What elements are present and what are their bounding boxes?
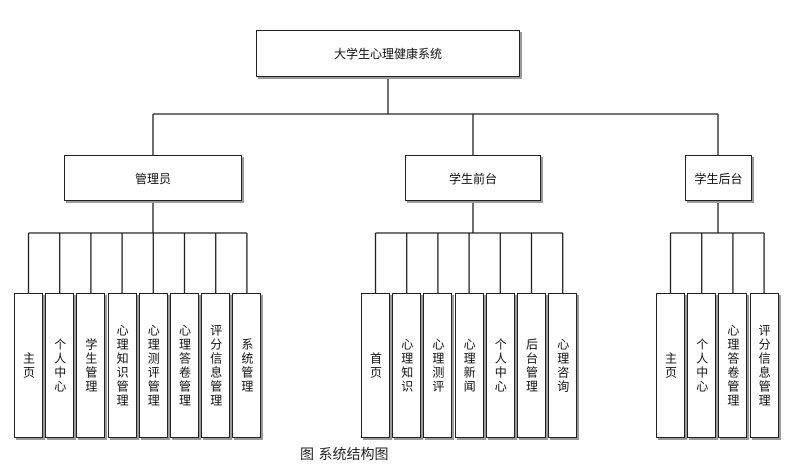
leaf-node-2-1: 个人中心 [687, 293, 717, 438]
leaf-label: 评分信息管理 [208, 323, 223, 408]
root-label: 大学生心理健康系统 [333, 47, 442, 61]
leaf-node-2-3: 评分信息管理 [749, 293, 779, 438]
branch-student-front: 学生前台 [405, 155, 541, 201]
leaf-node-0-4: 心理测评管理 [138, 293, 168, 438]
figure-caption: 图 系统结构图 [300, 447, 389, 463]
leaf-label: 心理测评 [430, 337, 445, 394]
leaf-node-0-3: 心理知识管理 [107, 293, 137, 438]
leaf-node-0-5: 心理答卷管理 [170, 293, 199, 438]
leaf-node-1-3: 心理新闻 [454, 293, 484, 438]
leaf-node-2-2: 心理答卷管理 [718, 293, 748, 438]
connector-lines [27, 77, 765, 293]
leaf-node-0-7: 系统管理 [232, 293, 262, 438]
structure-diagram: 大学生心理健康系统 管理员 学生前台 学生后台 主页 个人中心 学生管理 心理知识管理… [14, 30, 779, 463]
leaf-node-2-0: 主页 [656, 293, 685, 438]
branch-admin-label: 管理员 [134, 171, 171, 186]
leaf-label: 系统管理 [239, 337, 254, 394]
leaf-node-1-2: 心理测评 [423, 293, 453, 438]
root-node: 大学生心理健康系统 [256, 30, 520, 77]
leaf-label: 首页 [368, 351, 383, 380]
leaf-node-1-6: 心理咨询 [548, 293, 578, 438]
leaf-label: 心理测评管理 [146, 323, 161, 408]
leaf-node-0-1: 个人中心 [45, 293, 75, 438]
leaf-label: 个人中心 [694, 337, 709, 394]
branch-student-back: 学生后台 [685, 155, 752, 201]
leaf-node-0-2: 学生管理 [76, 293, 106, 438]
branch-student-front-label: 学生前台 [448, 171, 497, 186]
leaf-label: 后台管理 [524, 337, 539, 394]
leaf-label: 主页 [21, 351, 36, 380]
leaf-node-1-0: 首页 [361, 293, 390, 438]
leaf-node-1-1: 心理知识 [392, 293, 422, 438]
leaf-node-1-5: 后台管理 [517, 293, 546, 438]
leaf-label: 个人中心 [52, 337, 67, 394]
branch-admin: 管理员 [64, 155, 242, 201]
leaf-label: 学生管理 [83, 337, 98, 394]
leaf-node-1-4: 个人中心 [485, 293, 515, 438]
branch-student-back-label: 学生后台 [694, 171, 743, 186]
leaf-node-0-6: 评分信息管理 [201, 293, 231, 438]
leaf-node-0-0: 主页 [14, 293, 43, 438]
leaf-label: 个人中心 [493, 337, 508, 394]
leaf-label: 心理答卷管理 [177, 323, 192, 408]
leaf-label: 评分信息管理 [757, 323, 772, 408]
leaf-label: 心理知识管理 [115, 323, 130, 408]
leaf-label: 心理咨询 [555, 337, 570, 394]
leaf-label: 主页 [663, 351, 678, 380]
leaf-label: 心理答卷管理 [725, 323, 740, 408]
leaf-label: 心理新闻 [462, 337, 477, 394]
leaf-label: 心理知识 [399, 337, 414, 394]
